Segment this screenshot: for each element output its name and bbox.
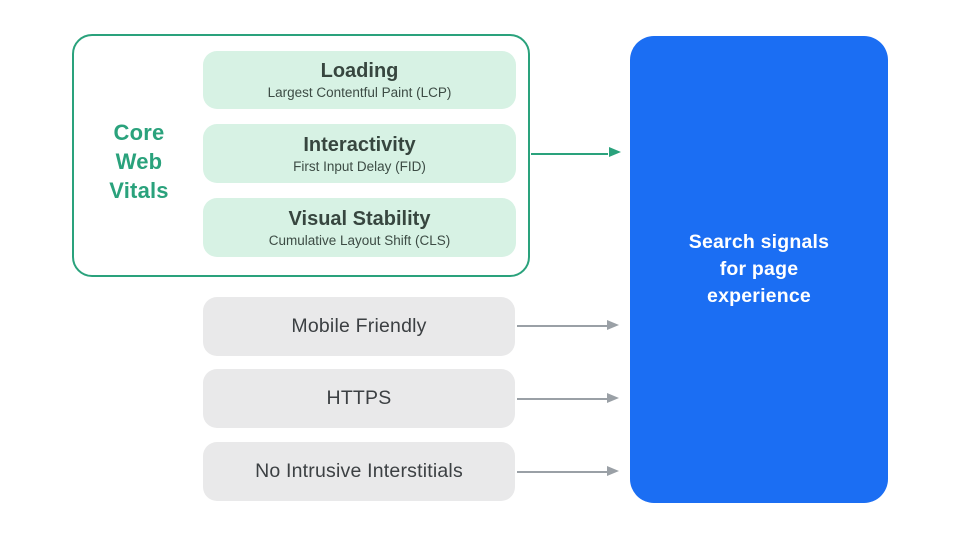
core-web-vitals-label: Core Web Vitals (109, 120, 169, 204)
signal-label-https: HTTPS (326, 387, 392, 409)
metric-title-interactivity: Interactivity (303, 133, 416, 156)
core-web-vitals-arrow (531, 147, 621, 157)
metric-box-visual-stability: Visual Stability Cumulative Layout Shift… (203, 198, 516, 257)
signal-box-no-intrusive-interstitials: No Intrusive Interstitials (203, 442, 515, 501)
https-arrow (517, 393, 619, 403)
search-signals-result-box: Search signals for page experience (630, 36, 888, 503)
metric-box-loading: Loading Largest Contentful Paint (LCP) (203, 51, 516, 109)
metric-subtitle-fid: First Input Delay (FID) (293, 158, 426, 174)
search-signals-result-label: Search signals for page experience (688, 230, 830, 308)
metric-box-interactivity: Interactivity First Input Delay (FID) (203, 124, 516, 183)
no-intrusive-interstitials-arrow (517, 466, 619, 476)
metric-subtitle-lcp: Largest Contentful Paint (LCP) (267, 85, 452, 100)
metric-subtitle-cls: Cumulative Layout Shift (CLS) (268, 232, 451, 248)
signal-box-mobile-friendly: Mobile Friendly (203, 297, 515, 356)
signal-label-no-intrusive-interstitials: No Intrusive Interstitials (255, 460, 463, 482)
signal-label-mobile-friendly: Mobile Friendly (291, 315, 427, 337)
mobile-friendly-arrow (517, 320, 619, 330)
metric-title-loading: Loading (320, 60, 399, 82)
signal-box-https: HTTPS (203, 369, 515, 428)
metric-title-visual-stability: Visual Stability (288, 207, 431, 230)
